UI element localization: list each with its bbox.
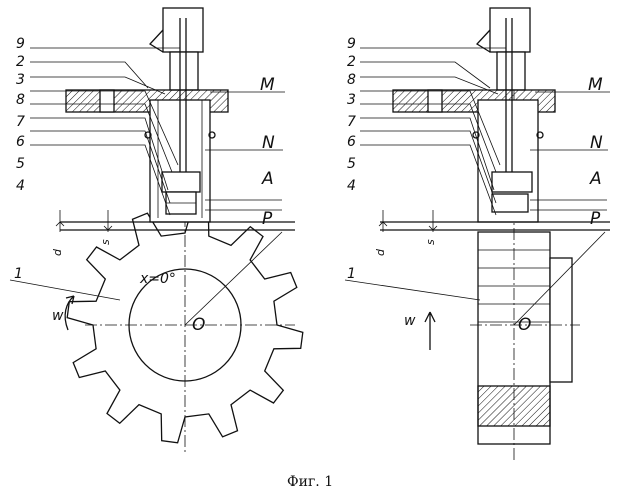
- left-letter-M: M: [260, 75, 275, 95]
- left-view: [10, 8, 303, 455]
- left-letter-O: O: [192, 315, 205, 335]
- left-w-arrow: [65, 296, 74, 330]
- left-shaft: [170, 52, 198, 90]
- right-letter-P: P: [590, 209, 601, 229]
- left-label-2: 2: [16, 54, 25, 70]
- left-upper-tube: [163, 8, 203, 52]
- left-leaders: [10, 48, 285, 300]
- right-dim-d: d: [374, 248, 387, 256]
- left-label-4: 4: [16, 178, 25, 194]
- right-shaft: [497, 52, 525, 90]
- right-dim-s: s: [424, 239, 437, 245]
- left-letter-N: N: [262, 133, 275, 153]
- left-labels: 9 2 3 8 7 6 5 4 1 M N A P O d s x=0° w: [14, 36, 275, 335]
- right-label-4: 4: [347, 178, 356, 194]
- left-flange-gap: [100, 90, 114, 112]
- right-label-8: 8: [347, 72, 356, 88]
- right-upper-tube: [490, 8, 530, 52]
- left-label-7: 7: [16, 114, 25, 130]
- left-tube-lug: [150, 30, 163, 52]
- right-dim-arrows: [379, 210, 437, 232]
- right-label-7: 7: [347, 114, 356, 130]
- right-label-6: 6: [347, 134, 356, 150]
- right-flange-gap: [428, 90, 442, 112]
- figure-caption: Фиг. 1: [287, 474, 333, 490]
- right-label-5: 5: [347, 156, 356, 172]
- left-label-3: 3: [16, 72, 25, 88]
- right-letter-N: N: [590, 133, 603, 153]
- right-view: [345, 8, 610, 460]
- right-w-arrow: [425, 312, 435, 350]
- left-label-9: 9: [16, 36, 25, 52]
- right-sensor-block: [492, 172, 532, 192]
- right-label-9: 9: [347, 36, 356, 52]
- left-label-5: 5: [16, 156, 25, 172]
- right-label-3: 3: [347, 92, 356, 108]
- left-label-1: 1: [14, 266, 23, 282]
- right-magnet: [492, 194, 528, 212]
- left-dim-d: d: [51, 248, 64, 256]
- left-dim-s: s: [99, 239, 112, 245]
- right-letter-M: M: [588, 75, 603, 95]
- right-w-label: w: [404, 313, 416, 329]
- left-w-label: w: [52, 308, 64, 324]
- left-letter-P: P: [262, 209, 273, 229]
- left-label-6: 6: [16, 134, 25, 150]
- right-label-1: 1: [347, 266, 356, 282]
- right-letter-A: A: [589, 169, 602, 189]
- left-dim-arrows: [56, 210, 112, 232]
- left-letter-A: A: [261, 169, 274, 189]
- right-letter-O: O: [518, 315, 531, 335]
- left-angle-label: x=0°: [139, 271, 176, 287]
- right-tube-lug: [477, 30, 490, 52]
- right-label-2: 2: [347, 54, 356, 70]
- left-label-8: 8: [16, 92, 25, 108]
